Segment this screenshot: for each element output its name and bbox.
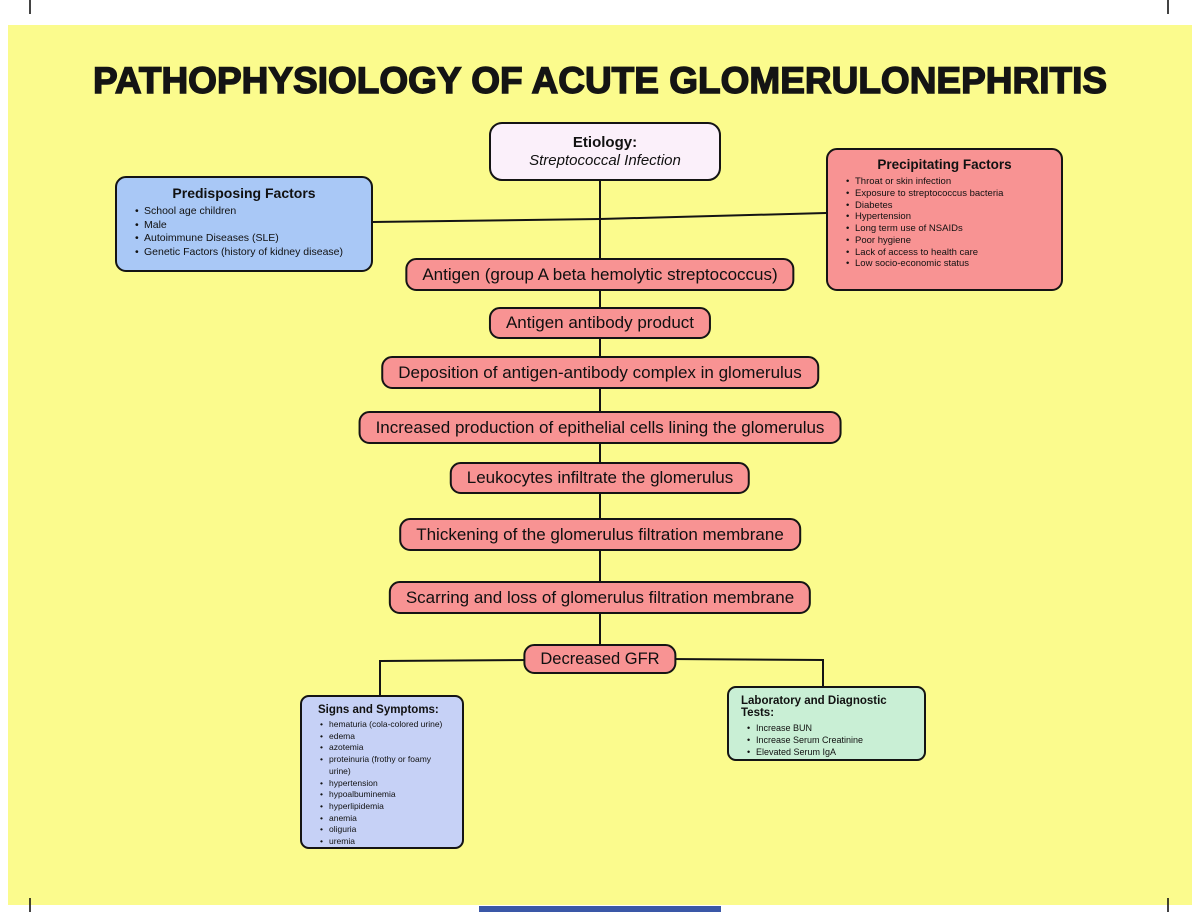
list-item: Hypertension bbox=[846, 211, 1051, 223]
list-item: edema bbox=[320, 731, 452, 743]
list-item: Exposure to streptococcus bacteria bbox=[846, 188, 1051, 200]
bottom-edge-artifact bbox=[479, 906, 721, 912]
predisposing-title: Predisposing Factors bbox=[172, 185, 316, 201]
list-item: Diabetes bbox=[846, 200, 1051, 212]
signs-symptoms-box: Signs and Symptoms: hematuria (cola-colo… bbox=[300, 695, 464, 849]
list-item: Low socio-economic status bbox=[846, 258, 1051, 270]
page-title: PATHOPHYSIOLOGY OF ACUTE GLOMERULONEPHRI… bbox=[92, 59, 1108, 101]
labs-title: Laboratory and Diagnostic Tests: bbox=[741, 695, 887, 719]
list-item: anemia bbox=[320, 813, 452, 825]
list-item: Lack of access to health care bbox=[846, 247, 1051, 259]
flow-step-scarring: Scarring and loss of glomerulus filtrati… bbox=[388, 581, 812, 614]
list-item: azotemia bbox=[320, 742, 452, 754]
signs-title: Signs and Symptoms: bbox=[318, 704, 439, 716]
crop-marks bbox=[29, 0, 1169, 912]
list-item: Male bbox=[135, 219, 361, 233]
list-item: Increase BUN bbox=[747, 722, 914, 734]
precipitating-title: Precipitating Factors bbox=[877, 157, 1012, 172]
predisposing-list: School age children Male Autoimmune Dise… bbox=[127, 205, 361, 260]
predisposing-factors-box: Predisposing Factors School age children… bbox=[115, 176, 373, 272]
precipitating-factors-box: Precipitating Factors Throat or skin inf… bbox=[826, 148, 1063, 291]
list-item: School age children bbox=[135, 205, 361, 219]
list-item: Autoimmune Diseases (SLE) bbox=[135, 232, 361, 246]
flow-step-deposition: Deposition of antigen-antibody complex i… bbox=[381, 356, 819, 389]
list-item: Increase Serum Creatinine bbox=[747, 734, 914, 746]
list-item: hypoalbuminemia bbox=[320, 789, 452, 801]
flow-step-thickening: Thickening of the glomerulus filtration … bbox=[399, 518, 801, 551]
flow-step-antigen: Antigen (group A beta hemolytic streptoc… bbox=[405, 258, 795, 291]
list-item: uremia bbox=[320, 836, 452, 848]
list-item: Long term use of NSAIDs bbox=[846, 223, 1051, 235]
lab-tests-box: Laboratory and Diagnostic Tests: Increas… bbox=[727, 686, 926, 761]
list-item: oliguria bbox=[320, 824, 452, 836]
list-item: proteinuria (frothy or foamy urine) bbox=[320, 754, 452, 777]
etiology-label: Etiology: bbox=[572, 134, 638, 151]
list-item: Elevated Serum IgA bbox=[747, 746, 914, 758]
flow-step-decreased-gfr: Decreased GFR bbox=[523, 644, 677, 674]
flow-connectors bbox=[372, 181, 827, 696]
flow-step-leukocytes: Leukocytes infiltrate the glomerulus bbox=[449, 462, 751, 494]
flow-step-antigen-antibody: Antigen antibody product bbox=[488, 307, 712, 339]
list-item: hematuria (cola-colored urine) bbox=[320, 719, 452, 731]
list-item: hyperlipidemia bbox=[320, 801, 452, 813]
etiology-value: Streptococcal Infection bbox=[529, 152, 681, 169]
etiology-box: Etiology: Streptococcal Infection bbox=[489, 122, 721, 181]
signs-list: hematuria (cola-colored urine) edema azo… bbox=[312, 719, 452, 848]
list-item: Genetic Factors (history of kidney disea… bbox=[135, 246, 361, 260]
labs-list: Increase BUN Increase Serum Creatinine E… bbox=[739, 722, 914, 759]
list-item: Throat or skin infection bbox=[846, 176, 1051, 188]
precipitating-list: Throat or skin infection Exposure to str… bbox=[838, 176, 1051, 270]
list-item: hypertension bbox=[320, 778, 452, 790]
list-item: Poor hygiene bbox=[846, 235, 1051, 247]
flow-step-epithelial-production: Increased production of epithelial cells… bbox=[358, 411, 842, 444]
